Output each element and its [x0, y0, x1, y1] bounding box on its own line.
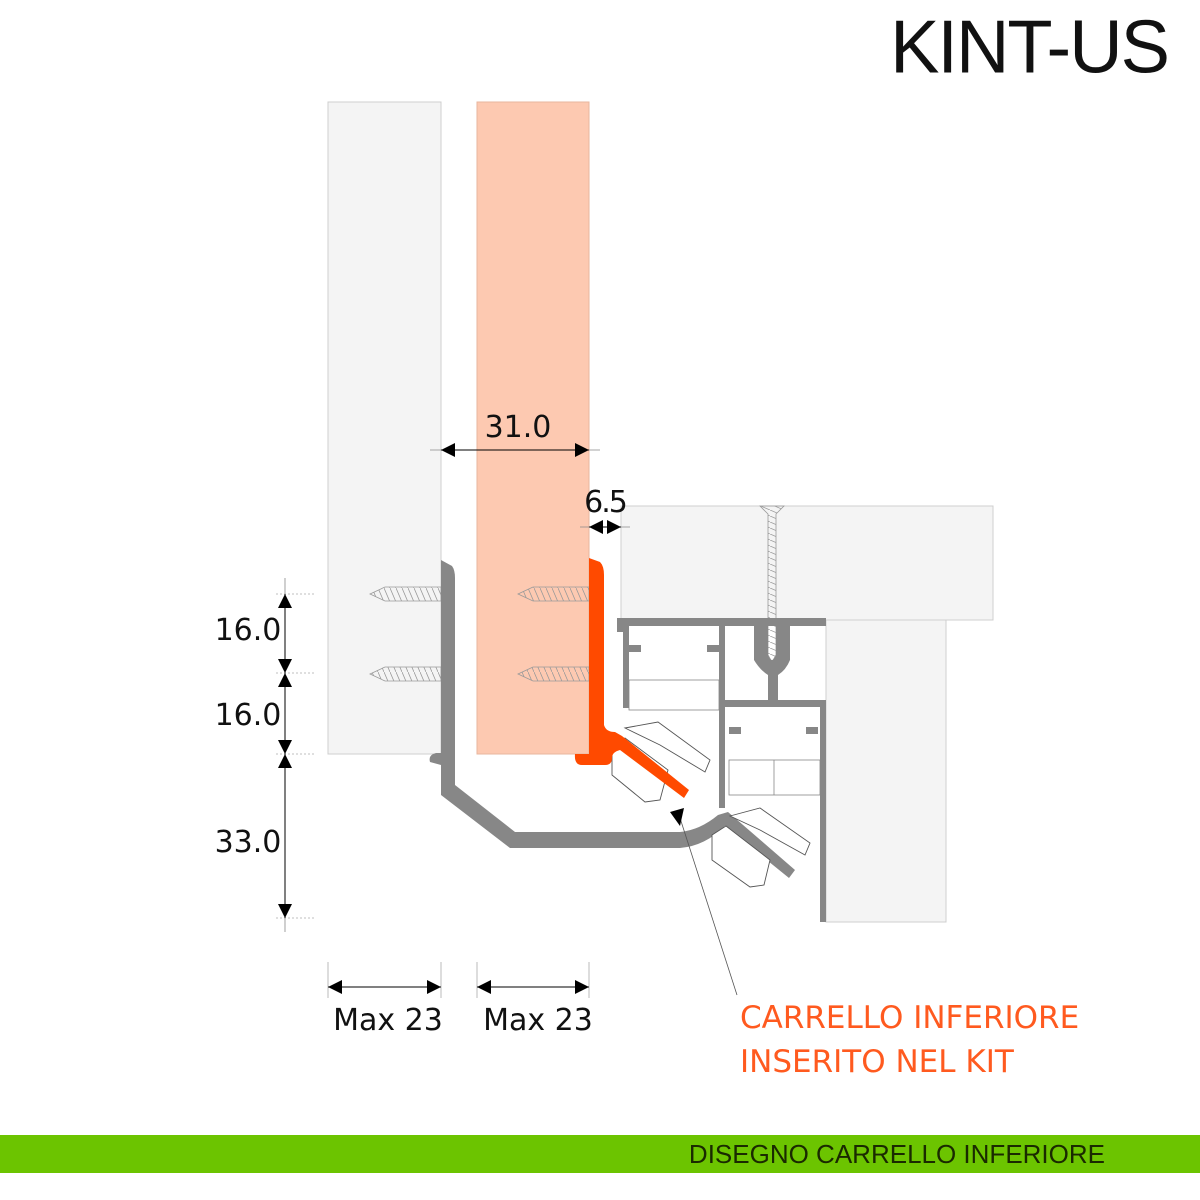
track-outlines [628, 679, 821, 796]
fixed-panel [327, 101, 442, 755]
dim-door-thickness: 31.0 [485, 410, 552, 445]
footer-bar: DISEGNO CARRELLO INFERIORE [0, 1135, 1200, 1173]
leader-line [679, 817, 738, 996]
screw-icon [369, 586, 442, 602]
dim-gap: 6.5 [584, 485, 626, 520]
top-shelf-panel [620, 505, 994, 621]
gray-bottom-profile [429, 560, 795, 878]
footer-label: DISEGNO CARRELLO INFERIORE [688, 1139, 1105, 1169]
dim-screw-spacing-2: 16.0 [215, 698, 282, 733]
dim-max-left: Max 23 [333, 1003, 443, 1038]
sliding-door-panel [476, 101, 590, 755]
screw-icon [369, 666, 442, 682]
screws [369, 505, 785, 682]
dim-max-right: Max 23 [483, 1003, 593, 1038]
dim-screw-spacing-1: 16.0 [215, 613, 282, 648]
annotation-line-1: CARRELLO INFERIORE [740, 1000, 1080, 1036]
side-panel [825, 619, 947, 923]
screw-icon [759, 505, 785, 663]
roller-carriages [611, 721, 811, 888]
annotation-line-2: INSERITO NEL KIT [740, 1044, 1014, 1080]
screw-icon [517, 586, 590, 602]
leader-arrow-icon [670, 808, 684, 826]
aluminium-track [617, 618, 826, 922]
orange-lower-carriage-profile [574, 558, 689, 798]
screw-icon [517, 666, 590, 682]
dim-bottom-height: 33.0 [215, 825, 282, 860]
product-title: KINT-US [890, 4, 1170, 89]
